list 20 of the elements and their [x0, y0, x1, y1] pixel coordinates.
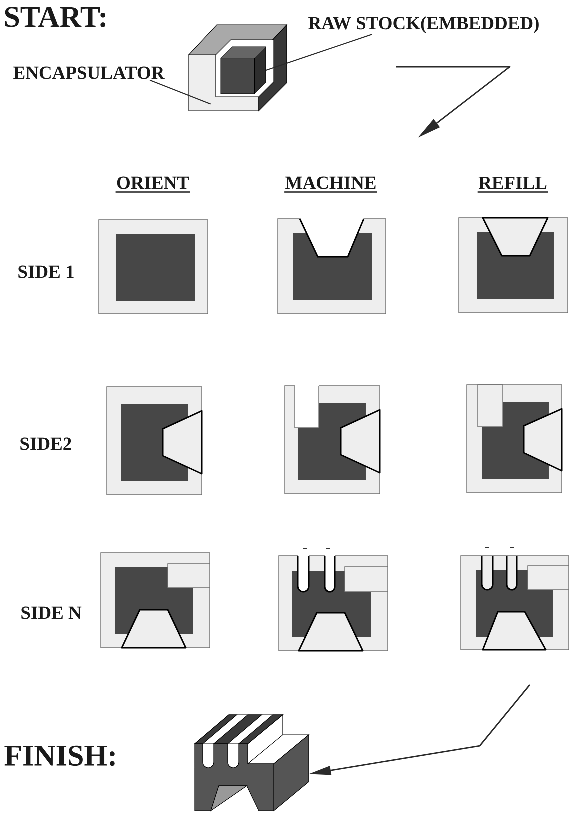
cross-section [284, 385, 381, 494]
column-header: REFILL [478, 176, 548, 193]
cross-section [278, 555, 388, 652]
leader-line [266, 34, 372, 72]
raw-stock-cube [220, 46, 266, 94]
cross-section [106, 386, 203, 496]
column-header: ORIENT [116, 176, 190, 193]
cross-section [100, 552, 210, 649]
column-header: MACHINE [284, 176, 378, 193]
stage-heading: FINISH: [4, 746, 115, 766]
part-label: ENCAPSULATOR [14, 66, 165, 80]
stage-heading: START: [5, 7, 106, 28]
cross-section [98, 220, 208, 314]
part-label: RAW STOCK(EMBEDDED) [308, 16, 539, 34]
cross-section [460, 556, 570, 651]
cross-section [458, 217, 568, 314]
cross-section [278, 218, 386, 314]
leader-line [150, 80, 211, 105]
cross-section [466, 384, 563, 494]
row-header: SIDE 1 [18, 266, 74, 278]
